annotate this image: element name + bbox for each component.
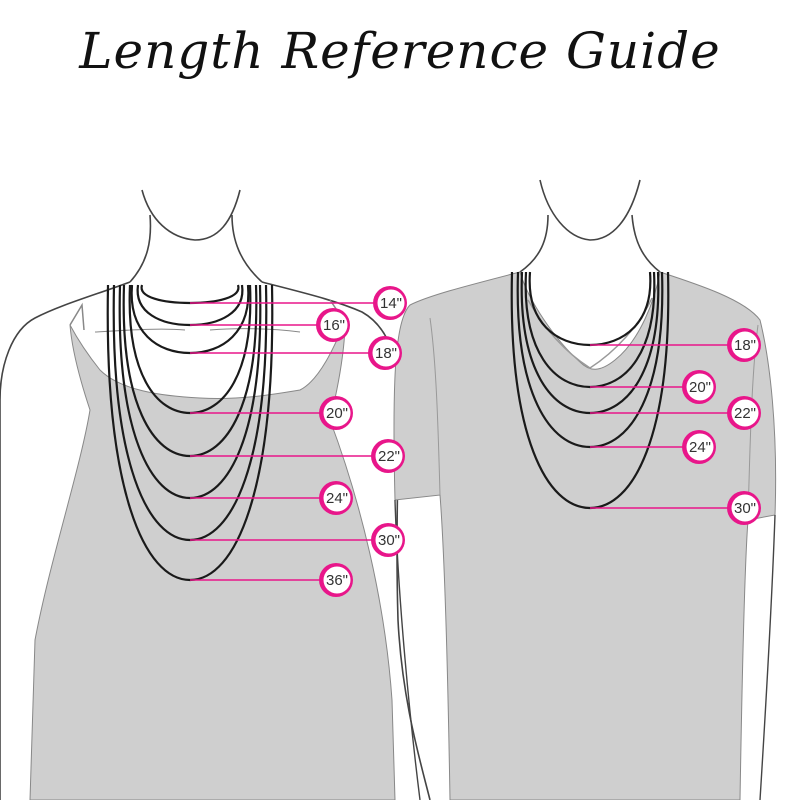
male-length-label: 20"	[689, 379, 711, 396]
male-chin	[539, 179, 641, 241]
male-length-label: 22"	[734, 405, 756, 422]
female-length-badge-inner-3	[323, 399, 351, 427]
female-chain-0	[140, 284, 240, 305]
male-length-badge-inner-2	[731, 399, 759, 427]
female-length-label: 30"	[378, 532, 400, 549]
female-length-labels: 14" 16" 18" 20" 22" 24" 30" 36"	[190, 286, 407, 597]
female-length-badge-inner-2	[372, 339, 400, 367]
female-length-badge-inner-6	[375, 526, 403, 554]
female-strap-left	[69, 302, 85, 331]
female-figure	[0, 189, 431, 800]
female-length-badge-inner-4	[375, 442, 403, 470]
female-length-label: 22"	[378, 448, 400, 465]
female-length-label: 14"	[380, 295, 402, 312]
female-length-badge-inner-7	[323, 566, 351, 594]
male-length-label: 18"	[734, 337, 756, 354]
female-length-label: 36"	[326, 572, 348, 589]
male-length-label: 30"	[734, 500, 756, 517]
female-chain-2	[130, 284, 250, 355]
male-neck	[519, 214, 661, 273]
male-figure	[393, 179, 777, 800]
male-length-label: 24"	[689, 439, 711, 456]
female-length-label: 24"	[326, 490, 348, 507]
male-length-badge-inner-1	[686, 373, 714, 401]
male-length-badge-inner-3	[686, 433, 714, 461]
male-length-labels: 18" 20" 22" 24" 30"	[590, 328, 761, 525]
female-length-label: 20"	[326, 405, 348, 422]
female-length-badge-inner-0	[377, 289, 405, 317]
female-chain-1	[136, 284, 244, 327]
female-neck	[129, 214, 263, 283]
page-title: Length Reference Guide	[79, 22, 721, 80]
male-length-badge-inner-0	[731, 331, 759, 359]
female-chin	[141, 189, 241, 241]
female-length-label: 18"	[375, 345, 397, 362]
male-length-badge-inner-4	[731, 494, 759, 522]
female-length-label: 16"	[323, 317, 345, 334]
female-tank-top	[29, 321, 396, 800]
female-collarbone	[94, 328, 301, 333]
female-length-badge-inner-1	[320, 311, 348, 339]
male-tshirt	[393, 271, 777, 800]
female-length-badge-inner-5	[323, 484, 351, 512]
